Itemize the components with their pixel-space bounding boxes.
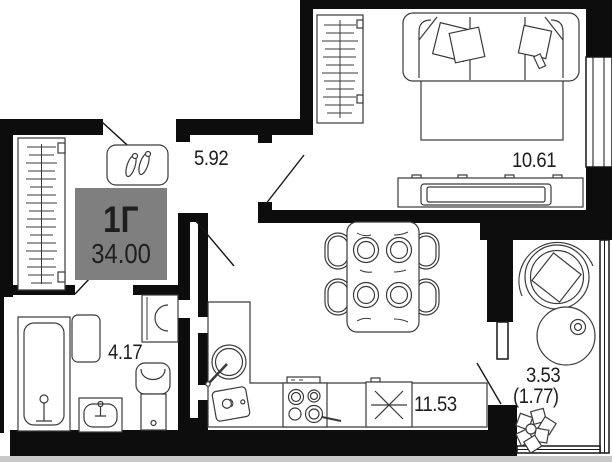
stove — [282, 376, 342, 428]
burner — [287, 388, 305, 406]
balcony-door-swing — [476, 362, 502, 405]
plate — [352, 236, 380, 264]
wall-bath-top-right — [133, 285, 178, 295]
plate — [385, 236, 413, 264]
hallway-wardrobe — [17, 137, 66, 291]
wall-hall-top-right — [176, 119, 313, 135]
hallway-area-label: 5.92 — [194, 147, 229, 170]
shoe-cabinet — [106, 144, 169, 186]
vent-notch — [198, 385, 208, 400]
balcony-chair — [518, 241, 594, 310]
living-room-furniture — [316, 12, 584, 208]
kitchen-door-swing — [195, 220, 235, 267]
balcony-door-leaf — [496, 321, 509, 360]
living-door-swing — [264, 154, 305, 206]
plate — [385, 281, 413, 309]
bathroom-furniture — [17, 294, 179, 433]
unit-total-area: 34.00 — [91, 237, 151, 269]
bottom-edge-strip — [0, 456, 612, 462]
burner — [288, 407, 302, 421]
wall-hall-top-left — [0, 119, 103, 135]
unit-type-label: 1Г — [103, 198, 139, 240]
pillow — [531, 252, 582, 303]
vent-shaft-bottom — [178, 418, 208, 430]
door-jamb-bottom — [258, 202, 272, 210]
windows — [496, 56, 612, 454]
plate — [352, 281, 380, 309]
kitchen-counter — [207, 301, 488, 428]
door-jamb-top — [258, 135, 272, 143]
pan — [304, 404, 324, 424]
living-wardrobe — [316, 14, 364, 124]
hallway-furniture — [17, 137, 169, 291]
wall-right-top — [586, 0, 612, 57]
living-room-area-label: 10.61 — [512, 149, 557, 172]
bathroom-sink — [78, 397, 123, 433]
dining-table — [346, 221, 420, 333]
balcony-table — [536, 306, 596, 366]
toilet — [135, 362, 171, 431]
wall-kitchen-corner-block — [488, 405, 517, 432]
rug — [420, 79, 564, 141]
vent-shaft-wall-a — [178, 213, 190, 430]
vent-shaft-top — [178, 213, 208, 222]
burner — [307, 389, 321, 403]
wall-top — [300, 0, 612, 9]
wall-left — [0, 119, 13, 297]
phone — [532, 53, 547, 70]
kitchen-furniture — [205, 221, 488, 428]
unit-area-block: 1Г 34.00 — [75, 188, 167, 280]
balcony-furniture — [515, 241, 596, 454]
kitchen-sink — [205, 344, 247, 387]
tv-console — [397, 174, 584, 208]
fridge-space — [365, 377, 413, 428]
wall-living-left — [300, 0, 313, 135]
tv — [420, 183, 552, 206]
wall-left-thin — [0, 297, 4, 433]
entry-door-jamb — [176, 135, 190, 142]
balcony-reduced-area-label: (1.77) — [513, 385, 559, 408]
vent-notch — [178, 300, 190, 318]
sofa — [402, 12, 580, 82]
wall-living-balcony — [480, 210, 612, 240]
washing-machine — [141, 294, 179, 343]
balcony-area-label: 3.53 — [526, 364, 561, 387]
dining-set — [324, 221, 440, 333]
wall-kitchen-balcony — [487, 240, 513, 322]
pillow — [517, 24, 553, 60]
pillow — [448, 26, 486, 64]
wall-living-kitchen — [258, 210, 490, 223]
living-room-window-frame — [592, 57, 605, 167]
wall-right-mid — [586, 167, 612, 210]
bathroom-area-label: 4.17 — [108, 341, 143, 364]
vent-notch — [198, 317, 208, 333]
plant — [515, 407, 557, 454]
kitchen-area-label: 11.53 — [414, 393, 457, 416]
bathroom-cabinet — [71, 314, 101, 363]
bathtub — [17, 316, 71, 432]
cutting-board — [211, 386, 251, 422]
wall-bottom — [10, 430, 517, 456]
living-room-window — [585, 56, 612, 168]
